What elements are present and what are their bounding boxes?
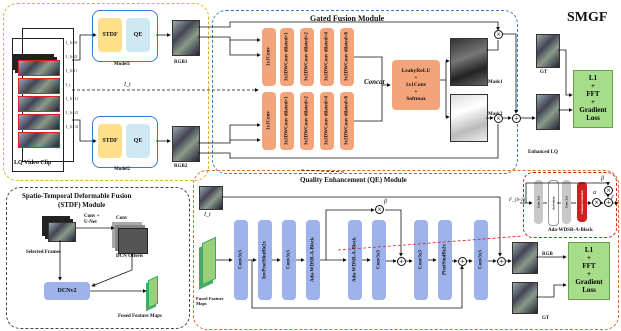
lq-clip-label: LQ Video Clip [14, 160, 52, 166]
lq-frame-label-3: I_t [66, 82, 71, 87]
qe-loss-plus-2: + [587, 270, 591, 278]
qe-add-1: + [397, 257, 406, 266]
qe-loss-l1: L1 [584, 246, 594, 254]
qe-module-frame [193, 170, 619, 330]
qe-loss-gradient: Gradient [575, 278, 603, 286]
lq-video-cube [12, 38, 64, 172]
model1-box [92, 10, 158, 62]
gf-loss-l1: L1 [588, 74, 598, 82]
qe-input-label: I_t [204, 212, 211, 218]
gf-head-leakyrelu: LeakyReLU [401, 67, 431, 74]
dcnv2-block: DCNv2 [44, 282, 90, 300]
qe-beta-label: β [384, 199, 387, 205]
lq-frame-label-6: I_{t+3} [66, 124, 79, 129]
rgb1-image [172, 20, 200, 56]
gf-loss-word: Loss [586, 114, 600, 122]
lq-frame-label-2: I_{t-1} [66, 68, 78, 73]
conv-unet-label: Conv + U-Net [84, 214, 100, 225]
ada-block-label: Ada-WDSR-A-Block [548, 228, 593, 233]
ada-block-frame [523, 172, 617, 238]
qe-loss-word: Loss [582, 286, 596, 294]
stdf-title-1: Spatio-Temporal Deformable Fusion [22, 192, 132, 200]
lq-current-frame-label: I_t [124, 82, 131, 88]
selected-frames-image [48, 222, 76, 242]
gf-loss-plus-2: + [591, 98, 595, 106]
gf-add: + [512, 114, 521, 123]
gf-multiply-bottom: × [494, 114, 503, 123]
gf-loss-box: L1 + FFT + Gradient Loss [573, 70, 613, 128]
qe-gt-image [512, 282, 538, 314]
lq-branch-frame [3, 3, 209, 181]
model2-stdf: STDF [98, 124, 122, 158]
lq-frame-4 [18, 114, 60, 130]
dcn-offset-maps [118, 228, 148, 254]
lq-video-cube-depth [22, 28, 74, 162]
gf-head-plus-2: + [414, 88, 418, 95]
ada-in-label: F_{b-1} [509, 198, 526, 203]
qe-fused-maps-label-1: Fused Feature Maps [196, 296, 224, 306]
lq-frame-label-4: I_{t+1} [66, 96, 79, 101]
gt-top-image [536, 34, 560, 68]
lq-frame-label-0: I_{t-3} [66, 40, 78, 45]
rgb2-label: RGB2 [174, 164, 188, 169]
model2-box [92, 116, 158, 168]
model1-stdf: STDF [98, 18, 122, 52]
qe-input-image [199, 186, 223, 210]
qe-gt-label: GT [542, 316, 550, 321]
mask2-image [450, 94, 488, 142]
gf-head-conv: 1x1Conv [405, 81, 427, 88]
gf-head-block: LeakyReLU + 1x1Conv + Softmax [392, 60, 440, 110]
qe-loss-box: L1 + FFT + Gradient Loss [568, 242, 610, 300]
qe-title: Quality Enhancement (QE) Module [300, 176, 407, 184]
qe-multiply: × [375, 205, 384, 214]
lq-frame-2 [18, 78, 60, 94]
qe-loss-fft: FFT [582, 262, 596, 270]
model2-label: Model2 [114, 167, 131, 172]
stdf-title-2: (STDF) Module [58, 201, 106, 209]
dcn-offsets-label: DCN Offsets [116, 254, 144, 259]
ada-alpha-label: α [593, 190, 597, 196]
ada-out-label: F [611, 196, 615, 201]
gf-loss-plus-1: + [591, 82, 595, 90]
gf-concat-label: Concat [364, 78, 385, 86]
qe-add-3: + [497, 257, 506, 266]
model1-label: Model1 [114, 62, 131, 67]
diagram-title: SMGF [567, 10, 608, 25]
gated-fusion-frame [212, 10, 518, 174]
model2-qe: QE [126, 124, 150, 158]
selected-frames-label: Selected Frames [26, 250, 61, 255]
gated-fusion-title: Gated Fusion Module [310, 14, 385, 23]
stdf-fused-maps-label: Fused Feature Maps [118, 314, 162, 319]
ada-add: + [604, 198, 613, 207]
qe-rgb-label: RGB [542, 252, 553, 257]
gf-head-plus-1: + [414, 74, 418, 81]
gt-top-label: GT [540, 70, 548, 75]
lq-frame-3 [18, 96, 60, 112]
lq-frame-1 [18, 60, 60, 76]
lq-frame-5 [18, 132, 60, 148]
qe-loss-plus-1: + [587, 254, 591, 262]
enhanced-lq-image [536, 94, 560, 130]
rgb1-label: RGB1 [174, 60, 188, 65]
stdf-conv-label: Conv [116, 216, 128, 221]
mask1-image [450, 38, 488, 86]
lq-frame-label-1: I_{t-2} [66, 54, 78, 59]
rgb2-image [172, 126, 200, 162]
gf-loss-gradient: Gradient [579, 106, 607, 114]
lq-frame-label-5: I_{t+2} [66, 110, 79, 115]
enhanced-lq-label: Enhanced LQ [528, 150, 558, 155]
gf-head-softmax: Softmax [406, 95, 426, 102]
mask1-label: Mask1 [488, 80, 503, 85]
model1-qe: QE [126, 18, 150, 52]
qe-rgb-image [512, 242, 538, 274]
stdf-module-frame [6, 187, 190, 329]
gf-loss-fft: FFT [586, 90, 600, 98]
ada-beta-label: β [601, 176, 604, 182]
